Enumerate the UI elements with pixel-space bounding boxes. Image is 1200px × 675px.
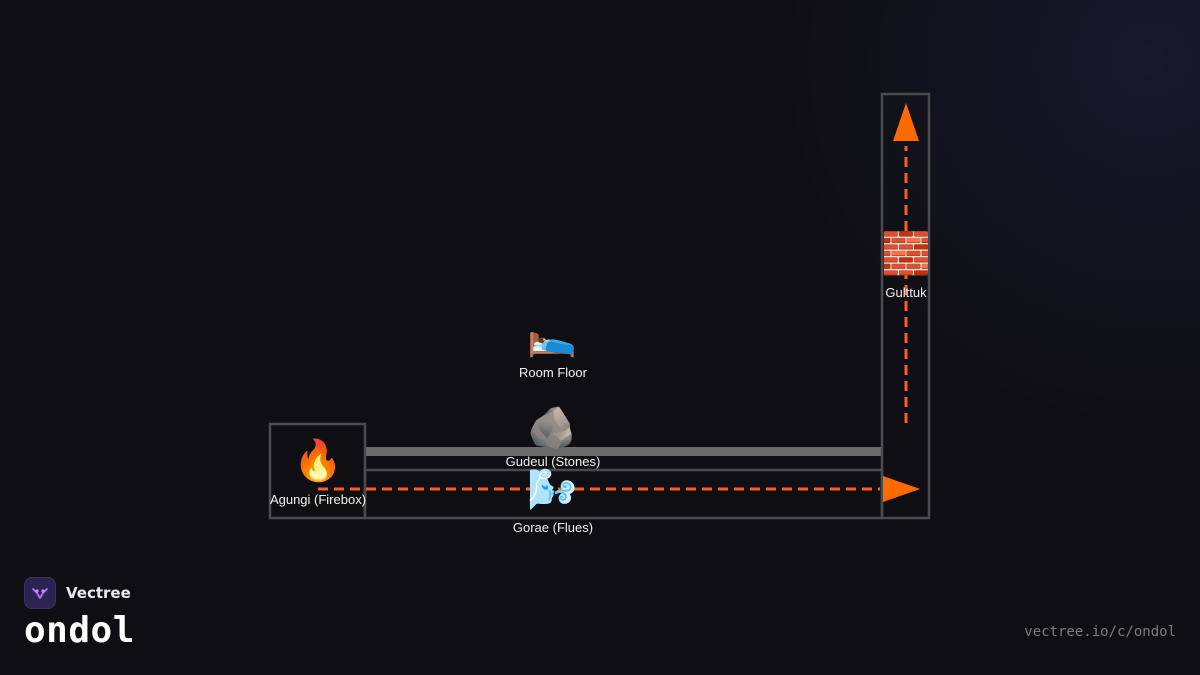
brand-name: Vectree (66, 584, 131, 602)
chimney-column (880, 92, 931, 520)
brick-icon: 🧱 (881, 230, 931, 277)
fire-icon: 🔥 (293, 437, 343, 484)
flow-arrowhead-up (893, 103, 919, 141)
vectree-logo-icon (24, 577, 56, 609)
brand[interactable]: Vectree (24, 577, 131, 609)
room-floor-label: Room Floor (519, 365, 588, 380)
bed-icon: 🛌 (527, 313, 577, 359)
flue-channel (363, 468, 884, 520)
chimney-label: Gulttuk (885, 285, 927, 300)
stones-label: Gudeul (Stones) (506, 454, 601, 469)
page-title: ondol (24, 610, 135, 651)
wind-icon: 🌬️ (527, 467, 577, 513)
floor-slab (365, 447, 882, 456)
flues-label: Gorae (Flues) (513, 520, 593, 535)
flow-arrowhead-right (883, 476, 920, 502)
firebox-box (268, 422, 367, 520)
page-url[interactable]: vectree.io/c/ondol (1024, 624, 1176, 640)
rock-icon: 🪨 (527, 405, 577, 451)
firebox-label: Agungi (Firebox) (270, 492, 366, 507)
